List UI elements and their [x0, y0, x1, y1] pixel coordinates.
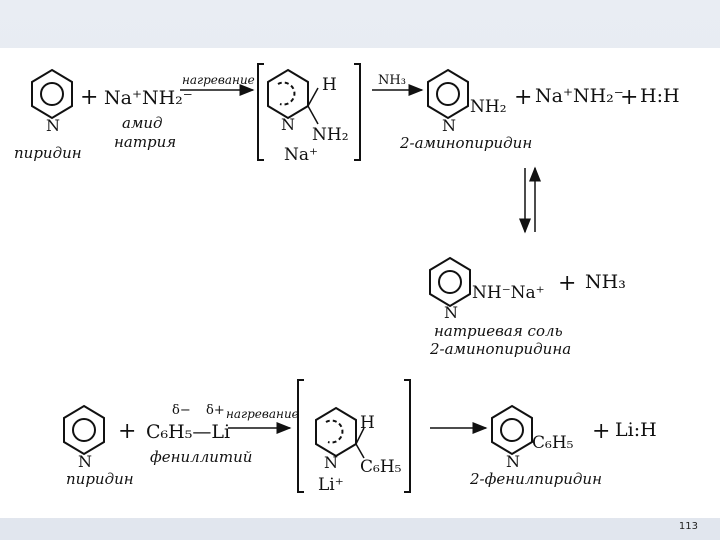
pyridine-n-1: N — [46, 116, 60, 135]
delta-plus: δ+ — [206, 403, 225, 418]
pyridine-ring-2 — [63, 404, 105, 456]
intermediate-ring-2 — [315, 406, 365, 459]
sodium-amide-label-2: натрия — [114, 133, 176, 151]
phenylpyridine-label: 2-фенилпиридин — [469, 470, 602, 488]
bracket-right-2 — [404, 379, 411, 493]
phenylpyridine-n: N — [506, 452, 520, 471]
intermediate-na: Na⁺ — [284, 145, 318, 165]
phenylpyridine-ring — [491, 404, 533, 456]
salt-label-2: 2-аминопиридина — [429, 340, 571, 358]
condition-heating-1: нагревание — [182, 73, 255, 87]
delta-minus: δ− — [172, 403, 191, 418]
intermediate-li: Li⁺ — [318, 475, 344, 495]
salt-group: NH⁻Na⁺ — [472, 283, 545, 303]
plus-4: + — [118, 419, 136, 444]
intermediate-ring-1 — [267, 68, 319, 125]
salt-label-1: натриевая соль — [434, 322, 563, 340]
intermediate-h-1: H — [322, 75, 337, 95]
pyridine-n-2: N — [78, 452, 92, 471]
sodium-amide-formula: Na⁺NH₂⁻ — [104, 87, 193, 109]
phenyllithium-label: фениллитий — [150, 448, 252, 466]
condition-heating-2: нагревание — [226, 407, 299, 421]
intermediate-h-2: H — [360, 413, 375, 433]
plus-equilibrium: + — [558, 271, 576, 296]
aminopyridine-label: 2-аминопиридин — [399, 134, 532, 152]
intermediate-n-1: N — [281, 115, 295, 134]
pyridine-label-1: пиридин — [14, 144, 82, 162]
phenyllithium-formula: C₆H₅—Li — [146, 421, 230, 443]
intermediate-nh2: NH₂ — [312, 125, 349, 145]
aminopyridine-n: N — [442, 116, 456, 135]
bracket-left-1 — [257, 63, 264, 161]
aminopyridine-nh2: NH₂ — [470, 97, 507, 117]
bracket-left-2 — [297, 379, 304, 493]
lithium-hydride: Li:H — [615, 419, 657, 441]
sodium-amide-label-1: амид — [122, 114, 163, 132]
intermediate-phenyl: C₆H₅ — [360, 457, 402, 477]
pyridine-ring-1 — [31, 68, 73, 120]
plus-3: + — [620, 85, 638, 110]
byproduct-hydrogen: H:H — [640, 85, 680, 107]
sodium-salt-ring — [429, 256, 471, 308]
bracket-right-1 — [354, 63, 361, 161]
equilibrium-arrows — [519, 166, 541, 234]
plus-1: + — [80, 85, 98, 110]
plus-2: + — [514, 85, 532, 110]
byproduct-sodium-amide: Na⁺NH₂⁻ — [535, 85, 624, 107]
salt-n: N — [444, 303, 458, 322]
pyridine-label-2: пиридин — [66, 470, 134, 488]
page-number: 113 — [678, 521, 698, 532]
plus-5: + — [592, 419, 610, 444]
condition-nh3: NH₃ — [378, 73, 406, 88]
aminopyridine-ring — [427, 68, 469, 120]
intermediate-n-2: N — [324, 453, 338, 472]
ammonia: NH₃ — [585, 271, 626, 293]
phenylpyridine-phenyl: C₆H₅ — [532, 433, 574, 453]
